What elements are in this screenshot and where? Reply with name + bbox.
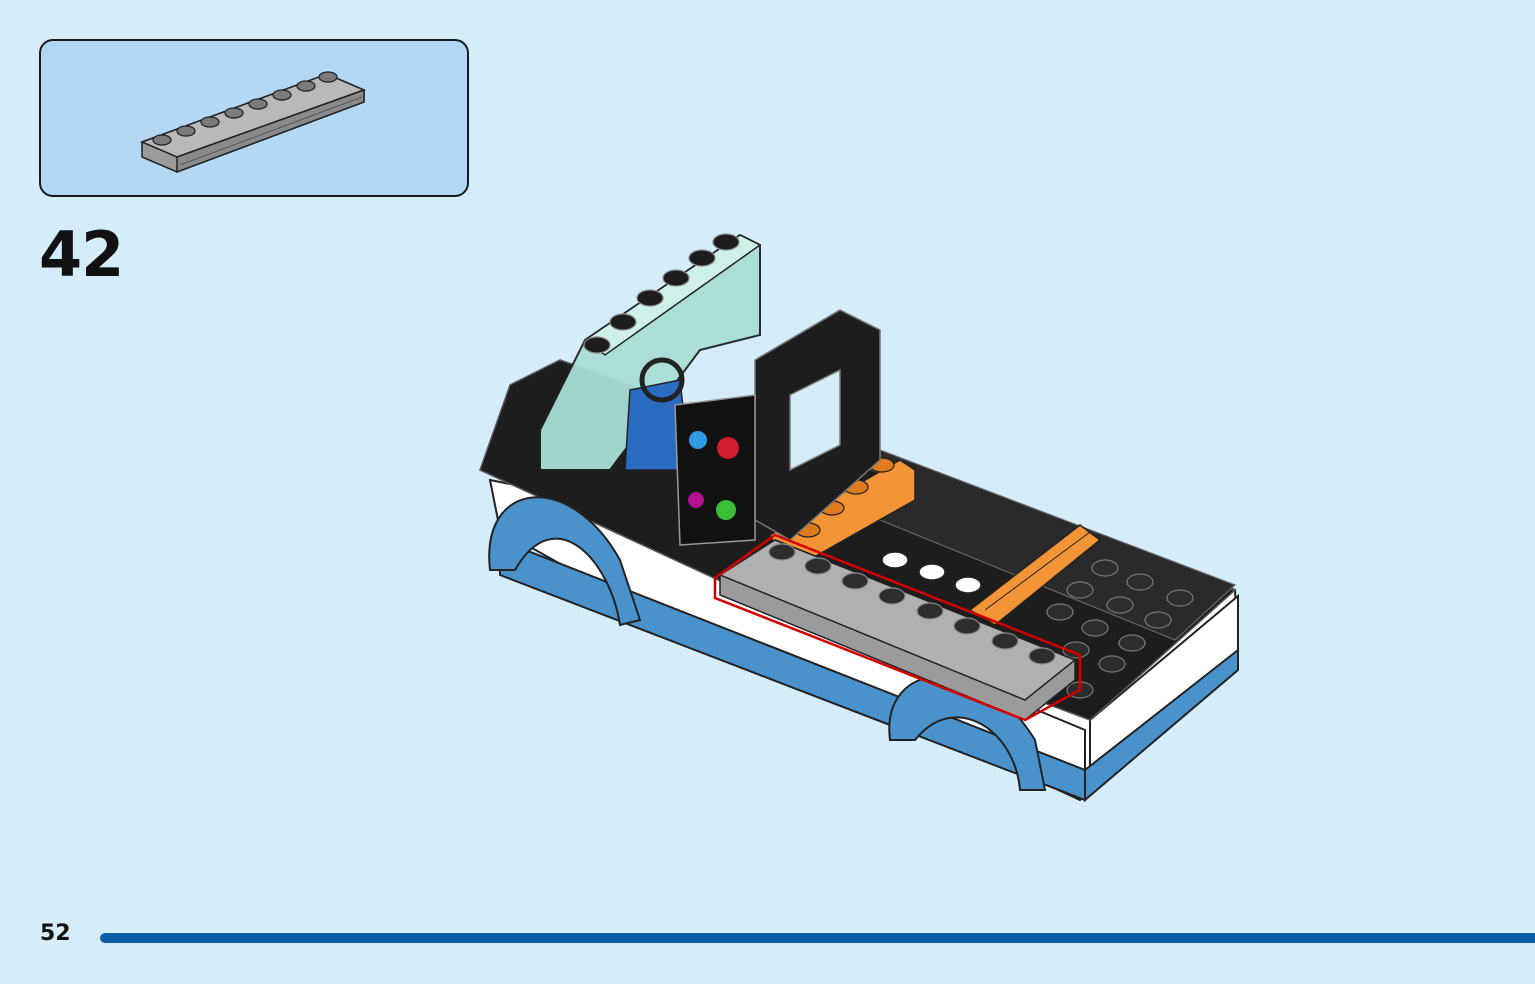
page-number: 52 bbox=[40, 921, 71, 946]
new-part-highlight-outline bbox=[713, 533, 1082, 722]
parts-callout-box bbox=[39, 39, 469, 197]
model-illustration bbox=[479, 233, 1240, 803]
progress-bar bbox=[100, 933, 1535, 943]
grey-plate-part-icon bbox=[139, 71, 367, 174]
step-number: 42 bbox=[39, 218, 124, 291]
